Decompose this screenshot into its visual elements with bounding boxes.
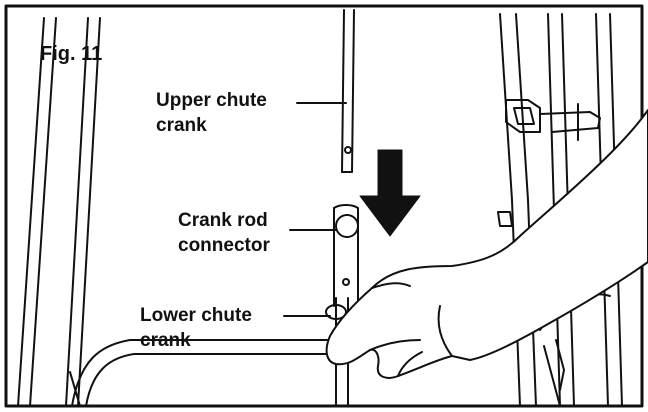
label-line: crank xyxy=(156,115,207,136)
handlebar-curve xyxy=(69,339,331,407)
crank-rod-connector xyxy=(289,204,359,307)
upper-chute-crank xyxy=(296,9,355,173)
label-crank-rod-connector: Crank rod connector xyxy=(178,208,270,258)
left-frame-rails xyxy=(17,17,101,407)
hand-icon xyxy=(325,109,648,379)
arrow-down-icon xyxy=(359,149,421,237)
label-lower-chute-crank: Lower chute crank xyxy=(140,303,252,353)
label-line: Upper chute xyxy=(156,90,267,111)
right-bracket xyxy=(497,99,601,227)
label-line: Lower chute xyxy=(140,305,252,326)
label-line: Crank rod xyxy=(178,210,268,231)
label-upper-chute-crank: Upper chute crank xyxy=(156,88,267,138)
figure-title: Fig. 11 xyxy=(40,43,103,65)
label-line: connector xyxy=(178,235,270,256)
label-line: crank xyxy=(140,330,191,351)
